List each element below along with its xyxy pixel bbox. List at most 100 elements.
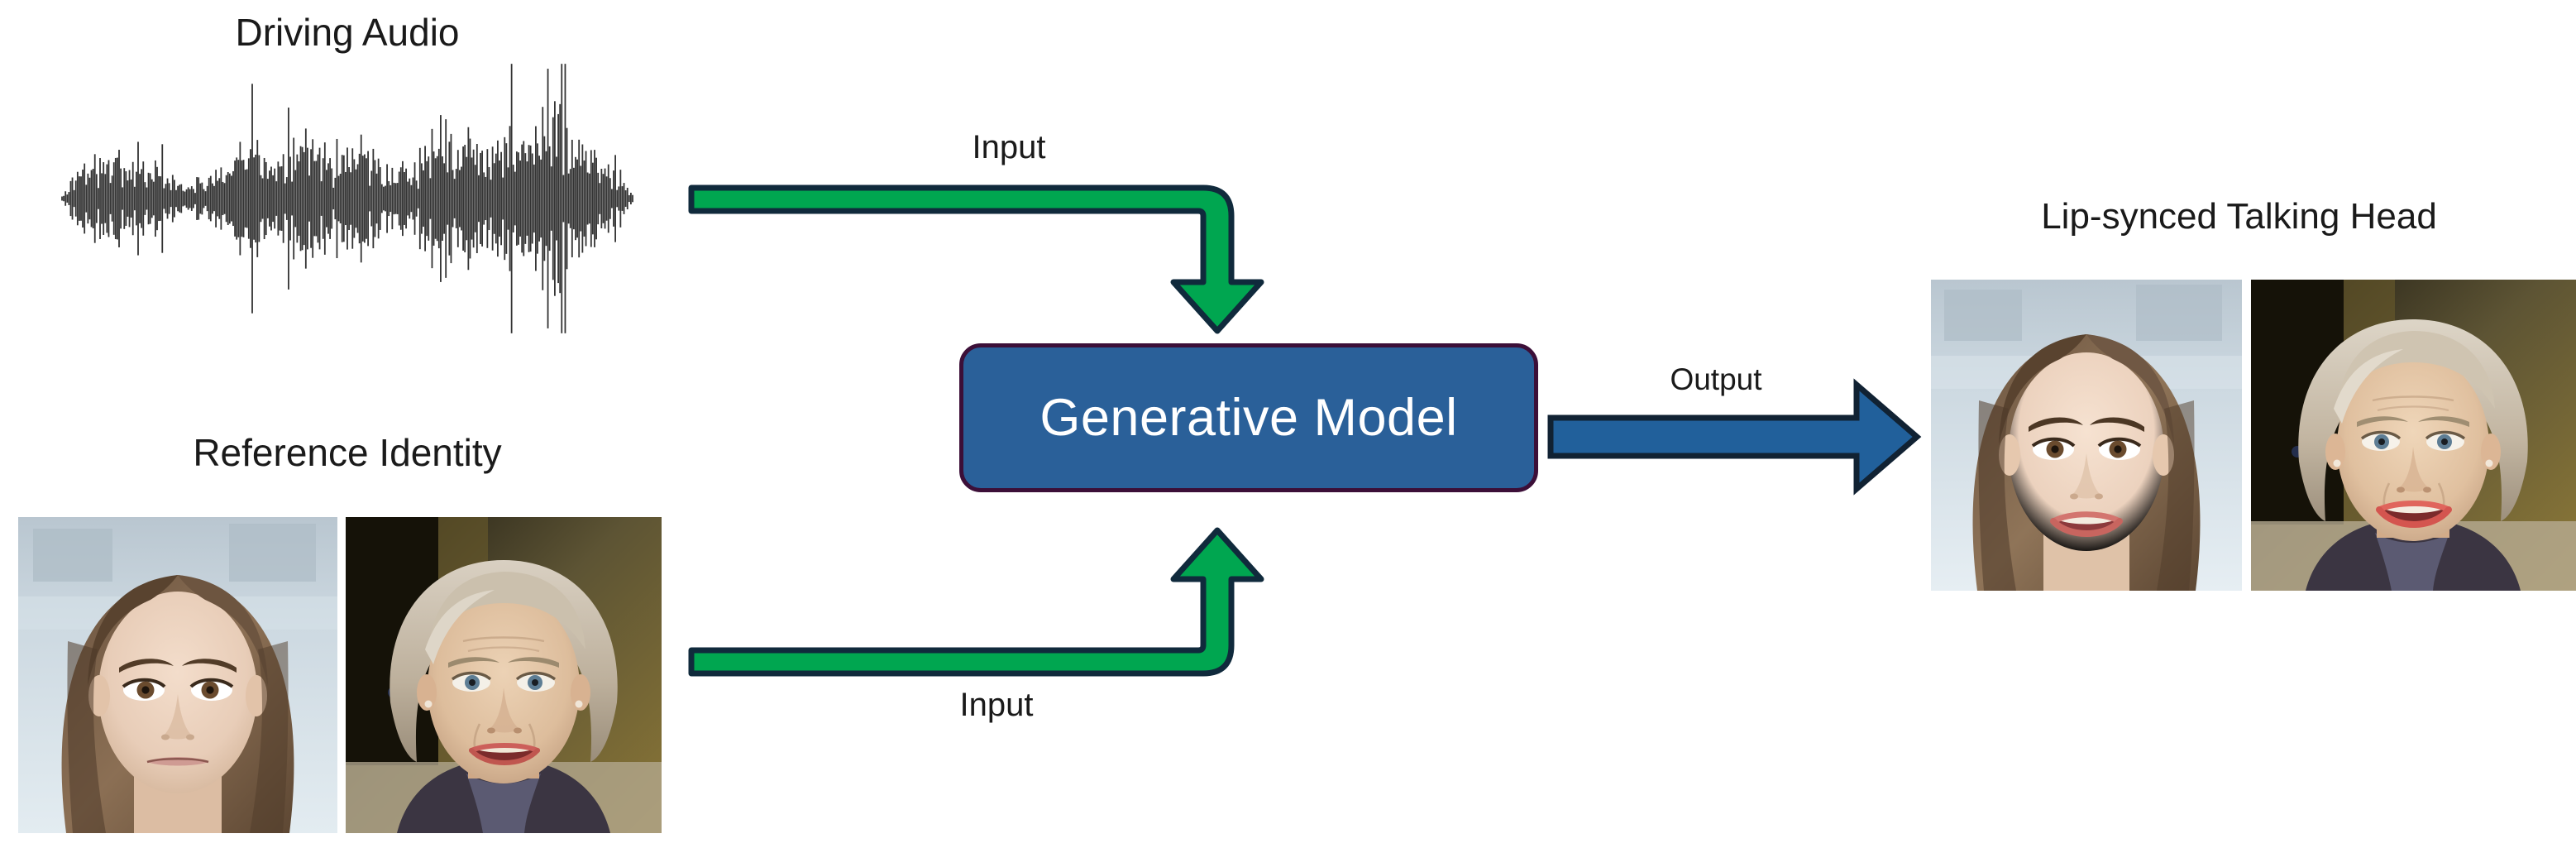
waveform-bar — [227, 172, 229, 225]
waveform-bar — [225, 175, 227, 223]
waveform-bar — [187, 187, 189, 210]
waveform-bar — [592, 162, 594, 235]
generative-model-box[interactable]: Generative Model — [959, 343, 1538, 492]
waveform-bar — [244, 170, 246, 228]
waveform-bar — [317, 154, 319, 243]
waveform-bar — [331, 168, 333, 229]
waveform-bar — [322, 158, 324, 239]
waveform-bar — [298, 161, 300, 236]
waveform-bar — [448, 141, 451, 256]
waveform-bar — [393, 182, 395, 215]
waveform-bar — [580, 165, 582, 232]
waveform-bar — [375, 173, 378, 224]
waveform-bar — [554, 101, 556, 296]
waveform-bar — [630, 192, 632, 205]
older-woman-lipsynced-face-illustration — [2251, 280, 2576, 591]
waveform-bar — [69, 180, 72, 217]
waveform-bar — [569, 169, 571, 228]
waveform-bar — [98, 188, 99, 209]
waveform-bar — [417, 189, 419, 208]
waveform-bar — [364, 154, 366, 243]
waveform-bar — [355, 169, 357, 228]
waveform-bar — [223, 183, 226, 214]
waveform-bar — [472, 149, 475, 248]
waveform-bar — [490, 180, 492, 218]
waveform-bar — [609, 178, 611, 219]
waveform-bar — [383, 186, 385, 211]
waveform-bar — [247, 158, 250, 239]
waveform-bar — [474, 165, 476, 232]
waveform-bar — [206, 185, 208, 212]
waveform-bar — [279, 166, 281, 231]
waveform-bar — [380, 184, 383, 213]
waveform-bar — [486, 149, 489, 248]
waveform-bar — [156, 166, 158, 231]
waveform-bar — [80, 176, 82, 221]
input-label-top: Input — [972, 129, 1046, 165]
waveform-bar — [123, 168, 126, 229]
waveform-bar — [428, 156, 430, 241]
waveform-bar — [133, 186, 136, 211]
waveform-bar — [434, 158, 437, 239]
waveform-bar — [599, 183, 601, 214]
reference-identity-older-woman-photo — [346, 517, 662, 833]
waveform-bar — [282, 154, 284, 243]
waveform-bar — [485, 176, 487, 221]
waveform-bar — [519, 160, 521, 237]
waveform-bar — [74, 180, 77, 217]
waveform-bar — [372, 148, 375, 249]
waveform-bar — [258, 155, 260, 242]
waveform-bar — [272, 175, 274, 223]
waveform-bar — [386, 164, 388, 233]
waveform-bar — [550, 166, 552, 231]
waveform-bar — [261, 178, 264, 219]
waveform-bar — [405, 168, 407, 229]
waveform-bar — [521, 144, 523, 253]
waveform-bar — [194, 193, 196, 204]
waveform-bar — [469, 138, 471, 259]
waveform-bar — [288, 108, 289, 290]
waveform-bar — [339, 173, 342, 224]
waveform-bar — [533, 164, 535, 233]
waveform-bar — [461, 166, 462, 231]
waveform-bar — [559, 103, 562, 294]
waveform-bar — [184, 191, 186, 206]
waveform-bar — [526, 161, 528, 236]
waveform-bar — [459, 170, 461, 228]
waveform-bar — [628, 194, 630, 203]
waveform-bar — [71, 177, 74, 220]
waveform-bar — [353, 159, 356, 238]
waveform-bar — [407, 181, 409, 216]
waveform-bar — [545, 151, 547, 247]
waveform-bar — [108, 160, 110, 237]
waveform-bar — [436, 156, 438, 242]
lip-synced-talking-head-label: Lip-synced Talking Head — [2041, 196, 2437, 237]
waveform-bar — [370, 170, 373, 227]
waveform-bar — [367, 151, 369, 247]
waveform-bar — [296, 154, 299, 243]
waveform-bar — [274, 168, 276, 229]
waveform-bar — [263, 157, 265, 240]
waveform-bar — [260, 175, 262, 223]
waveform-bar — [334, 177, 337, 220]
waveform-bar — [410, 184, 413, 213]
waveform-bar — [505, 143, 508, 254]
waveform-bar — [163, 188, 165, 209]
waveform-bar — [632, 194, 633, 203]
waveform-bar — [155, 160, 156, 237]
waveform-bar — [182, 190, 184, 207]
waveform-bar — [442, 156, 443, 241]
waveform-bar — [318, 147, 321, 250]
waveform-bar — [394, 183, 397, 214]
waveform-bar — [299, 146, 302, 252]
waveform-bar — [326, 170, 327, 228]
waveform-bar — [590, 150, 592, 247]
waveform-bar — [63, 195, 65, 202]
waveform-bar — [213, 185, 215, 212]
waveform-bar — [222, 181, 224, 216]
waveform-bar — [270, 166, 272, 231]
waveform-bar — [277, 161, 280, 236]
waveform-bar — [356, 164, 359, 233]
waveform-bar — [232, 170, 234, 227]
